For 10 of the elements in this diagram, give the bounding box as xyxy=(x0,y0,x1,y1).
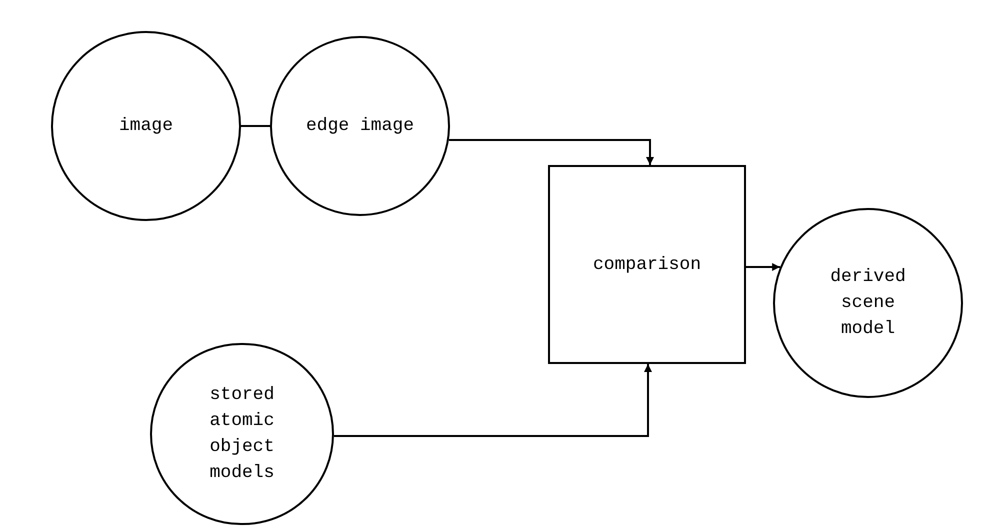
connector-line xyxy=(448,139,654,165)
process-box xyxy=(548,165,746,364)
node-label: edge image xyxy=(305,115,415,138)
connector-line xyxy=(746,263,780,271)
node-label: stored atomic object models xyxy=(208,384,276,485)
node-label: derived scene model xyxy=(829,266,907,341)
connector-line xyxy=(241,125,270,127)
node-label: image xyxy=(118,115,174,138)
connector-line xyxy=(334,364,652,437)
node-label: comparison xyxy=(592,254,702,276)
